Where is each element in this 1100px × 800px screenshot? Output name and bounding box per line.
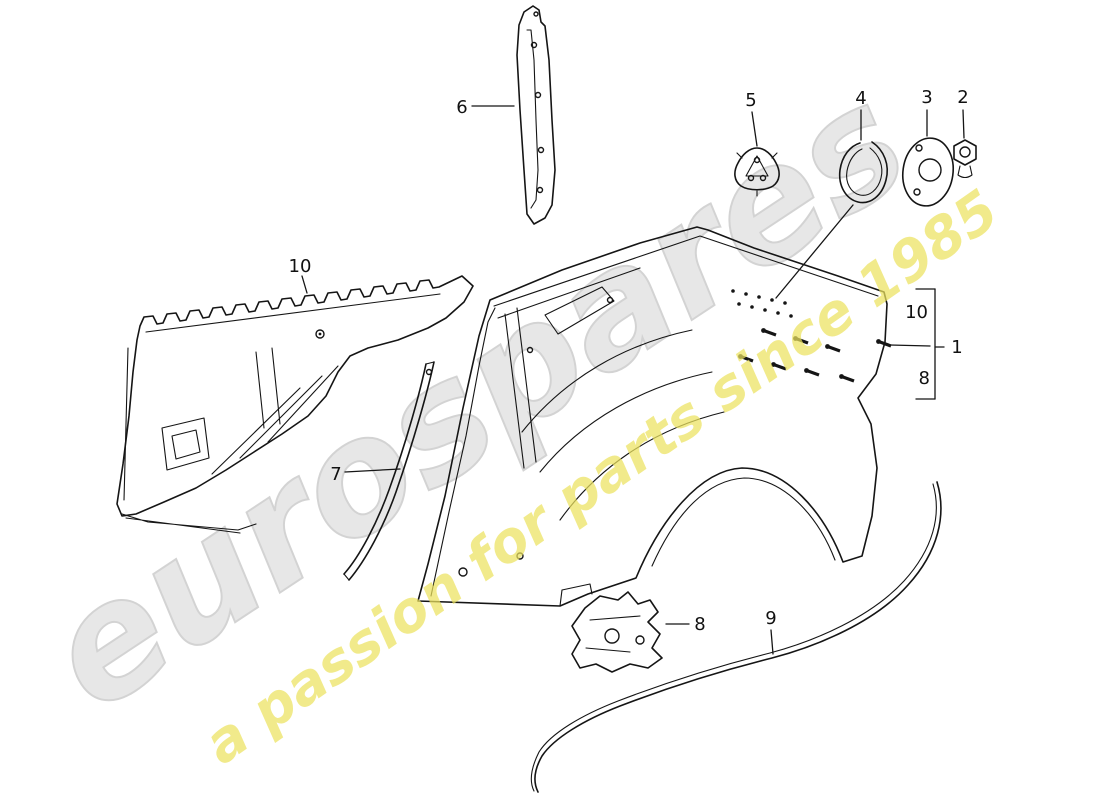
- part-6-rail: [516, 5, 556, 225]
- assembly-bracket: 10 8: [889, 288, 945, 400]
- callout-10: 10: [289, 256, 312, 277]
- part-3-plate: [901, 137, 955, 207]
- part-8-bracket: [571, 591, 663, 673]
- callout-5: 5: [745, 90, 756, 111]
- part-10-wheelhouse: [116, 275, 474, 534]
- leader-lines: [301, 105, 965, 655]
- callout-4: 4: [855, 88, 866, 109]
- callout-6: 6: [456, 97, 467, 118]
- part-9-edge-strip: [530, 481, 942, 793]
- watermark-brand: eurospares: [15, 50, 938, 746]
- callout-8: 8: [694, 614, 705, 635]
- part-4-seal: [838, 141, 888, 204]
- part-7-strip: [343, 361, 435, 581]
- callout-bracket-8: 8: [919, 368, 930, 389]
- hole-pattern: [731, 289, 793, 318]
- callout-bracket-10: 10: [905, 302, 928, 323]
- part-1-quarter-panel: [417, 226, 893, 607]
- callouts: 1 2 3 4 5 6 7 8 9 10: [289, 87, 969, 635]
- callout-9: 9: [765, 608, 776, 629]
- callout-1: 1: [951, 337, 962, 358]
- part-2-nut: [953, 139, 977, 179]
- callout-7: 7: [330, 464, 341, 485]
- callout-3: 3: [921, 87, 932, 108]
- callout-2: 2: [957, 87, 968, 108]
- part-5-grommet: [734, 147, 780, 197]
